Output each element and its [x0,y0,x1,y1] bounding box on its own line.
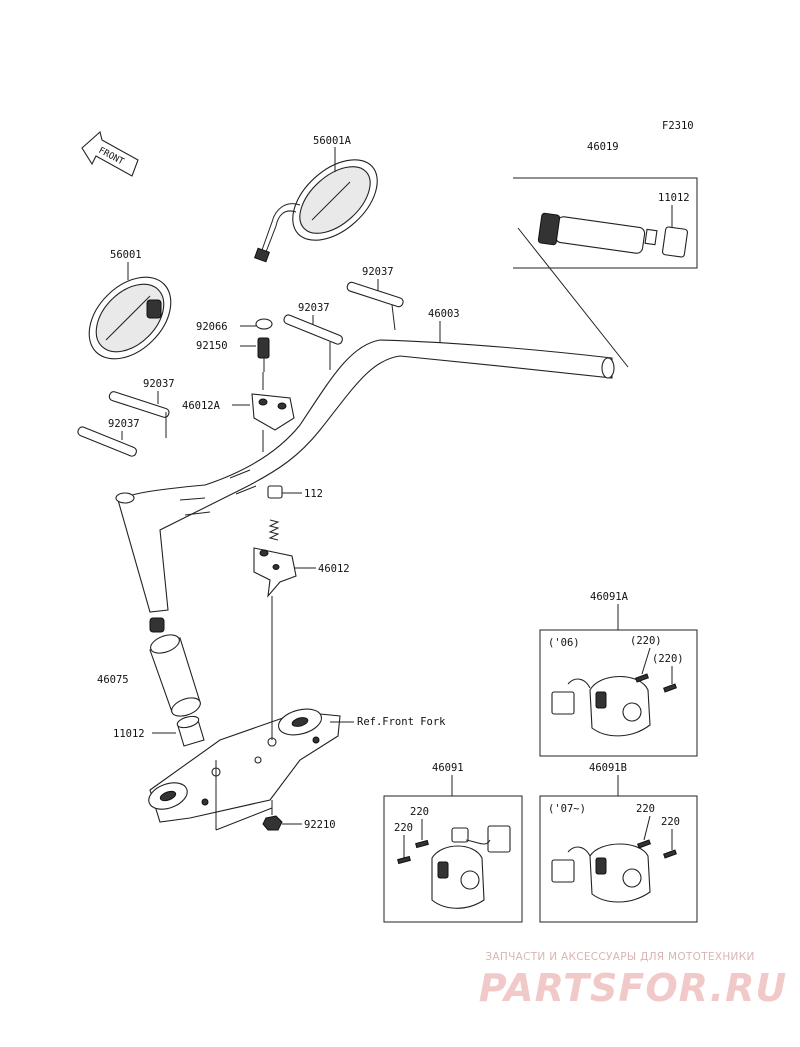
label-220-c: 220 [410,806,429,818]
switch-box-06 [539,629,698,757]
label-46003: 46003 [428,308,460,320]
box-year-07: ('07~) [548,803,586,815]
label-11012-top: 11012 [658,192,690,204]
switch-housing-main [397,825,511,909]
label-92210: 92210 [304,819,336,831]
handlebar [115,339,615,633]
label-92037-c: 92037 [143,378,175,390]
box-year-06: ('06) [548,637,580,649]
label-46091B: 46091B [589,762,627,774]
label-56001A: 56001A [313,135,352,147]
lower-holder [253,547,297,700]
label-92037-a: 92037 [362,266,394,278]
bolt-92150 [257,337,270,372]
figure-code: F2310 [662,120,694,132]
label-92066: 92066 [196,321,228,333]
clamp-strap-d [77,426,137,457]
label-46012: 46012 [318,563,350,575]
watermark-logo: PARTSFOR.RU [478,966,788,1010]
label-220-e: 220 [636,803,655,815]
label-220-d: 220 [394,822,413,834]
label-56001: 56001 [110,249,142,261]
label-220-f: 220 [661,816,680,828]
label-46012A: 46012A [182,400,221,412]
washer [255,318,273,330]
nut-92210 [262,815,283,831]
switch-box-07 [539,795,698,923]
label-11012-bottom: 11012 [113,728,145,740]
switch-housing-06 [551,673,677,737]
label-220-b: (220) [652,653,684,665]
label-46091A: 46091A [590,591,629,603]
label-220-a: (220) [630,635,662,647]
grip-box [513,177,698,269]
upper-clamp [251,372,295,452]
label-46019: 46019 [587,141,619,153]
label-46075: 46075 [97,674,129,686]
left-grip [149,634,201,717]
ref-front-fork: Ref.Front Fork [357,716,446,728]
throttle-grip [537,212,689,258]
label-92037-b: 92037 [298,302,330,314]
clamp-strap-c [108,391,170,438]
switch-housing-07 [551,839,677,903]
bar-end-weight [176,715,205,747]
label-92037-d: 92037 [108,418,140,430]
spring-icon [268,519,280,541]
mirror-right [254,159,378,263]
label-112: 112 [304,488,323,500]
clamp-strap-a [346,281,404,331]
spacer-112 [267,485,283,499]
label-92150: 92150 [196,340,228,352]
mirror-left [88,276,172,360]
front-arrow-icon: FRONT [81,130,139,177]
label-46091: 46091 [432,762,464,774]
clamp-strap-b [283,314,343,370]
watermark-caption: ЗАПЧАСТИ И АКСЕССУАРЫ ДЛЯ МОТОТЕХНИКИ [485,951,755,963]
triple-clamp [148,708,341,823]
switch-box-main [383,795,523,923]
